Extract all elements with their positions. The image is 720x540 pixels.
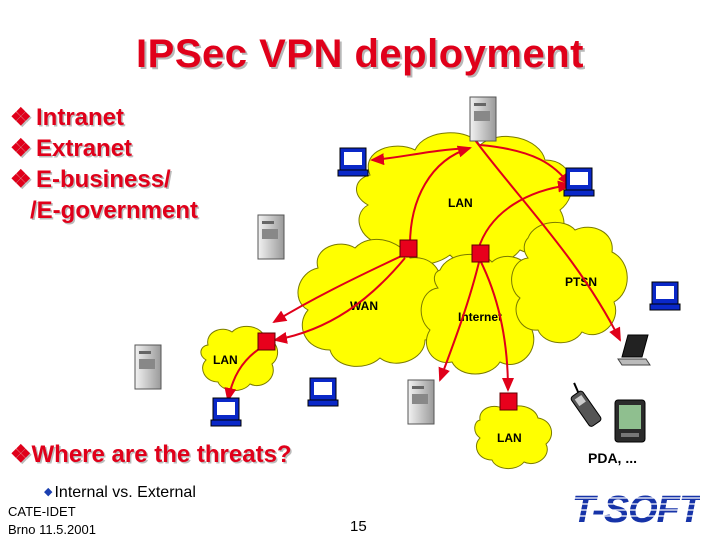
server-icon xyxy=(469,96,497,142)
bullet-text: Extranet xyxy=(36,135,133,162)
bullet-ebusiness: ❖E-business/ xyxy=(10,164,198,195)
threats-bullet: ❖Where are the threats? xyxy=(10,440,292,469)
label-lan-left: LAN xyxy=(213,353,238,367)
footer-organization: CATE-IDET xyxy=(8,504,76,519)
link-gw2-gw4 xyxy=(479,259,514,392)
sub-bullet-text: Internal vs. External xyxy=(54,484,196,501)
monitors xyxy=(210,147,681,427)
server-icon xyxy=(257,214,285,260)
pda-label: PDA, ... xyxy=(588,450,638,466)
bullet-glyph: ❖ xyxy=(10,135,32,162)
label-wan: WAN xyxy=(350,299,378,313)
gateway-icon xyxy=(257,332,276,351)
servers xyxy=(134,96,497,425)
diamond-icon: ◆ xyxy=(44,486,53,498)
link-server-monitor-right xyxy=(479,144,572,187)
link-gw1-server xyxy=(409,145,472,246)
monitor-icon xyxy=(307,377,339,407)
tsoft-logo: T-SOFT xyxy=(570,489,700,530)
server-icon xyxy=(134,344,162,390)
cloud-ptsn xyxy=(511,221,628,344)
link-gw1-gw3 xyxy=(273,257,406,344)
label-lan-bottom: LAN xyxy=(497,431,522,445)
bullet-glyph: ❖ xyxy=(10,104,32,131)
bullet-glyph: ❖ xyxy=(10,441,32,468)
monitor-icon xyxy=(210,397,242,427)
bullet-text: Intranet xyxy=(36,104,125,131)
laptop-icon xyxy=(617,334,651,366)
link-gw2-monitor xyxy=(477,180,572,251)
pda-icon xyxy=(614,399,646,443)
vpn-links xyxy=(224,139,621,402)
slide-title: IPSec VPN deployment xyxy=(136,32,584,76)
bullet-intranet: ❖Intranet xyxy=(10,102,198,133)
monitor-icon xyxy=(337,147,369,177)
link-gw2-server-bottom xyxy=(438,257,481,382)
bullet-glyph: ❖ xyxy=(10,166,32,193)
threats-text: Where are the threats? xyxy=(31,441,292,468)
bullet-text: E-business/ xyxy=(36,166,171,193)
phone-icon xyxy=(570,382,602,427)
gateway-icon xyxy=(399,239,418,258)
label-lan-top: LAN xyxy=(448,196,473,210)
monitor-icon xyxy=(563,167,595,197)
label-ptsn: PTSN xyxy=(565,275,597,289)
monitor-icon xyxy=(649,281,681,311)
gateway-icon xyxy=(471,244,490,263)
gateway-icon xyxy=(499,392,518,411)
footer-date: Brno 11.5.2001 xyxy=(8,522,96,537)
cloud-wan xyxy=(297,238,448,367)
bullet-list: ❖Intranet ❖Extranet ❖E-business/ /E-gove… xyxy=(10,102,198,226)
sub-bullet: ◆Internal vs. External xyxy=(44,484,196,502)
server-icon xyxy=(407,379,435,425)
link-gw1-wan-left xyxy=(272,251,411,324)
page-number: 15 xyxy=(350,518,367,535)
bullet-egovernment: /E-government xyxy=(30,197,199,224)
bullet-extranet: ❖Extranet xyxy=(10,133,198,164)
label-internet: Internet xyxy=(458,310,502,324)
link-server-laptop xyxy=(474,139,621,342)
